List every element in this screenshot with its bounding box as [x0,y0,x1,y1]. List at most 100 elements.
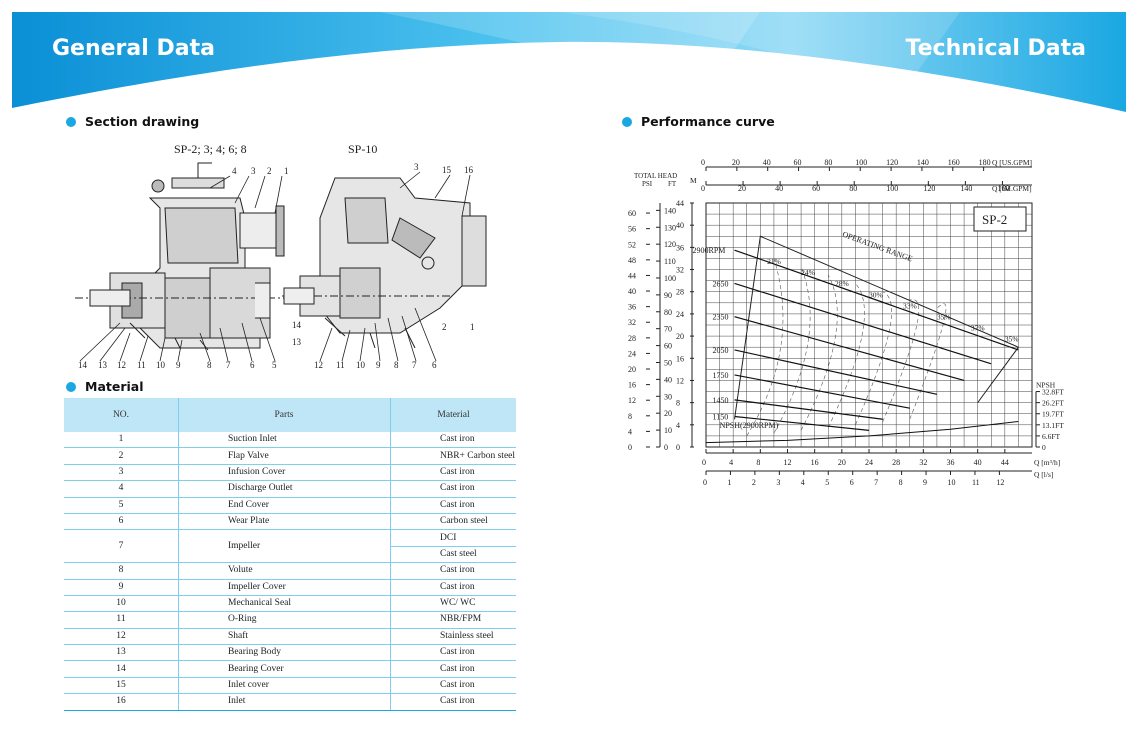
bottom-axis-2-tick-label: 8 [899,478,903,487]
bottom-axis-1-tick-label: 24 [865,458,873,467]
psi-tick-label: 16 [628,381,636,390]
operating-range-boundary [734,235,1020,420]
pump-sp10-drawing [282,177,487,349]
cell-part: Impeller Cover [178,579,391,596]
cell-material: Stainless steel [390,628,516,646]
cell-material: Cast iron [390,579,516,596]
bottom-axis-1-tick-label: 16 [811,458,819,467]
cell-part: Mechanical Seal [178,595,391,613]
speed-curve [734,316,965,382]
col-no: NO. [64,398,179,432]
callout-a-4: 4 [232,166,237,176]
performance-curve-heading: Performance curve [622,114,775,129]
callout-b-7: 7 [412,360,417,370]
callout-a-14: 14 [78,360,88,370]
cell-no: 3 [64,464,179,482]
bottom-axis-2-tick-label: 3 [776,478,780,487]
cell-part: Bearing Cover [178,660,391,678]
speed-curve-label: 2050 [713,346,729,355]
cell-no: 7 [64,529,179,564]
cell-part: Discharge Outlet [178,480,391,498]
material-heading-text: Material [85,379,144,394]
m-tick-label: 32 [676,266,684,275]
top-axis-2-tick-label: 40 [775,184,783,193]
speed-curve-label: 1450 [713,396,729,405]
top-axis-1-label: Q [US.GPM] [992,158,1032,167]
bottom-axis-2-tick-label: 6 [850,478,854,487]
cell-no: 16 [64,693,179,711]
top-axis-2-tick-label: 160 [997,184,1009,193]
ft-tick-label: 130 [664,223,676,232]
m-tick-label: 28 [676,288,684,297]
top-axis-1-tick-label: 120 [886,158,898,167]
psi-tick-label: 20 [628,365,636,374]
speed-curve [734,399,883,420]
callout-a-9: 9 [176,360,181,370]
bottom-axis-2-tick-label: 5 [825,478,829,487]
efficiency-label: 35% [1005,335,1019,344]
callout-a-5: 5 [272,360,277,370]
top-axis-2-tick-label: 140 [960,184,972,193]
ft-tick-label: 60 [664,342,672,351]
cell-no: 5 [64,497,179,514]
bottom-axis-1-tick-label: 44 [1001,458,1009,467]
cell-no: 11 [64,611,179,629]
ft-tick-label: 30 [664,392,672,401]
callout-b-6: 6 [432,360,437,370]
efficiency-curve [773,266,811,434]
speed-curve-label: 1750 [713,371,729,380]
callout-b-1: 1 [470,322,475,332]
callout-a-12: 12 [117,360,126,370]
cell-no: 12 [64,628,179,646]
cell-part: O-Ring [178,611,391,629]
top-axis-2-label: Q [IM.GPM] [992,184,1032,193]
cell-no: 15 [64,677,179,695]
speed-curve [734,249,1019,351]
callout-b-11: 11 [336,360,345,370]
bottom-axis-1-tick-label: 0 [702,458,706,467]
top-axis-1-tick-label: 60 [794,158,802,167]
ft-tick-label: 140 [664,206,676,215]
speed-curve-label: 2350 [713,313,729,322]
top-axis-2-tick-label: 60 [812,184,820,193]
top-axis-1-tick-label: 160 [948,158,960,167]
npsh-axis-tick-label: 26.2FT [1042,399,1064,408]
bottom-axis-2-tick-label: 4 [801,478,805,487]
bottom-axis-2-tick-label: 7 [874,478,878,487]
bottom-axis-1-tick-label: 12 [784,458,792,467]
callout-b-13: 13 [292,337,302,347]
cell-material: Cast iron [390,497,516,514]
cell-material: Cast iron [390,660,516,678]
chart-title-box [973,206,1027,232]
bottom-axis-1-tick-label: 20 [838,458,846,467]
bullet-icon [66,116,76,127]
chart-title: SP-2 [982,212,1007,227]
top-axis-2-tick-label: 120 [923,184,935,193]
top-axis-1-tick-label: 0 [701,158,705,167]
efficiency-label: 24% [801,268,815,277]
m-tick-label: 36 [676,243,684,252]
callout-b-16: 16 [464,165,474,175]
npsh-axis-tick-label: 0 [1042,443,1046,452]
cell-part: Inlet [178,693,391,711]
section-drawing-heading: Section drawing [66,114,199,129]
bottom-axis-2-tick-label: 12 [996,478,1004,487]
callout-a-2: 2 [267,166,272,176]
bottom-axis-2-tick-label: 2 [752,478,756,487]
cell-part: End Cover [178,497,391,514]
material-table-header: NO. Parts Material [64,398,516,432]
efficiency-label: 28% [835,279,849,288]
top-axis-1-tick-label: 100 [855,158,867,167]
psi-axis-label: PSI [642,180,653,188]
m-tick-label: 12 [676,376,684,385]
callout-a-7: 7 [226,360,231,370]
header-banner [12,12,1126,112]
ft-tick-label: 80 [664,308,672,317]
psi-tick-label: 44 [628,271,636,280]
npsh-axis-tick-label: 13.1FT [1042,421,1064,430]
